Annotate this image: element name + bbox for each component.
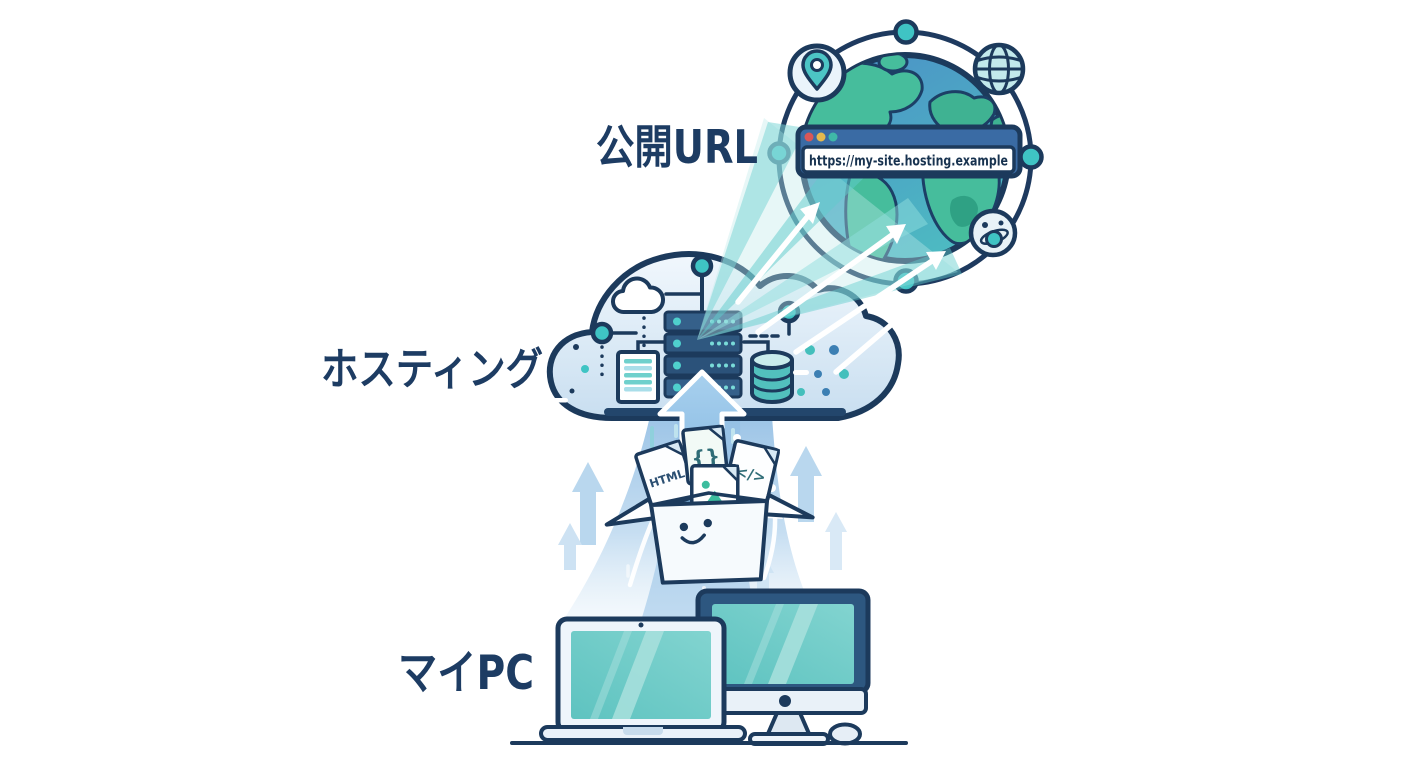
laptop-notch — [623, 727, 663, 735]
mini-cloud-icon — [611, 276, 665, 314]
orbit-node — [893, 19, 919, 45]
file-html-icon: HTML — [634, 439, 698, 512]
beam-arrow-heads — [800, 202, 946, 315]
browser-bar: https://my-site.hosting.example — [795, 124, 1023, 179]
laptop-icon — [539, 616, 747, 742]
globe-grid-icon — [972, 42, 1026, 96]
traffic-light-dots — [804, 132, 838, 142]
publish-beam — [697, 118, 962, 375]
monitor-screen-glare — [744, 604, 818, 684]
mouse-icon — [828, 722, 862, 746]
beam-arrows — [735, 213, 935, 375]
box-smiley-face — [679, 518, 712, 545]
url-text: https://my-site.hosting.example — [809, 154, 1008, 170]
url-field — [801, 145, 1016, 174]
orbit-node — [1018, 144, 1044, 170]
label-my-pc: マイPC — [398, 646, 534, 701]
up-arrow-icon — [825, 512, 847, 570]
location-pin-icon — [787, 43, 847, 103]
side-upload-arrows — [558, 446, 847, 592]
box-front — [649, 498, 770, 585]
circuit-node — [690, 254, 714, 278]
database-icon — [750, 350, 794, 404]
up-arrow-icon — [558, 523, 582, 570]
upload-box-icon: HTML {} </> — [604, 424, 815, 585]
sun-glyph — [701, 480, 710, 489]
data-dots — [552, 344, 849, 403]
box-rim — [650, 491, 768, 507]
circuit-node — [590, 321, 614, 345]
desktop-monitor-icon — [695, 588, 871, 746]
document-icon — [616, 350, 660, 404]
laptop-camera-dot — [638, 622, 644, 628]
label-hosting: ホスティング — [321, 344, 543, 395]
share-network-icon — [968, 208, 1018, 258]
laptop-screen-glare — [590, 631, 664, 719]
traffic-dot-yellow — [816, 132, 826, 142]
monitor-chin-dot — [779, 695, 791, 707]
up-arrow-icon — [790, 446, 822, 522]
label-public-url: 公開URL — [596, 120, 758, 174]
up-arrow-icon — [572, 462, 604, 545]
traffic-dot-red — [804, 132, 814, 142]
my-pc-group — [510, 588, 908, 746]
traffic-dot-teal — [828, 132, 838, 142]
